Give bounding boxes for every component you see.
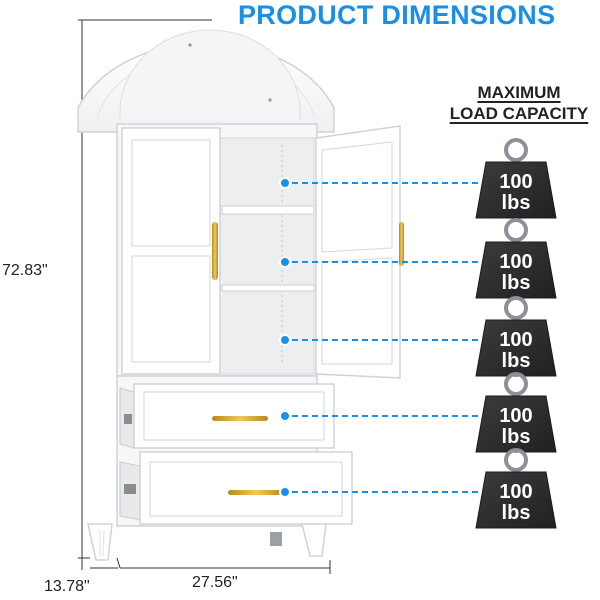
page-title: PRODUCT DIMENSIONS: [238, 0, 556, 30]
weight-5-unit: lbs: [502, 502, 531, 524]
weight-3-value: 100: [499, 329, 532, 351]
connector-shelf-1: [279, 177, 480, 189]
weight-2-unit: lbs: [502, 272, 531, 294]
bottom-drawer: [139, 451, 353, 525]
depth-dimension-label: 13.78": [44, 578, 90, 595]
width-dimension-label: 27.56": [192, 574, 238, 591]
weight-4-unit: lbs: [502, 426, 531, 448]
cabinet-drawer-section: [116, 375, 353, 527]
capacity-label-line1: MAXIMUM: [477, 83, 561, 102]
cabinet-legs: [87, 523, 327, 561]
height-dimension-label: 72.83": [2, 262, 48, 279]
weight-1-value: 100: [499, 171, 532, 193]
weight-1: 100 lbs: [475, 138, 557, 219]
load-connectors: [279, 177, 480, 498]
bottom-drawer-handle: [228, 490, 284, 495]
weight-4: 100 lbs: [475, 372, 557, 453]
cabinet-left-door: [121, 127, 221, 375]
weight-5: 100 lbs: [475, 448, 557, 529]
weight-3: 100 lbs: [475, 296, 557, 377]
connector-shelf-3: [279, 334, 480, 346]
weight-2: 100 lbs: [475, 218, 557, 299]
connector-drawer-2: [279, 486, 480, 498]
weight-4-value: 100: [499, 405, 532, 427]
left-door-handle: [212, 222, 218, 280]
cabinet-right-door: [315, 125, 404, 379]
weight-2-value: 100: [499, 251, 532, 273]
weight-1-unit: lbs: [502, 192, 531, 214]
weight-3-unit: lbs: [502, 350, 531, 372]
connector-shelf-2: [279, 256, 480, 268]
capacity-label-line2: LOAD CAPACITY: [449, 104, 589, 123]
top-drawer-handle: [212, 416, 268, 421]
right-door-handle: [399, 222, 404, 266]
capacity-label: MAXIMUM LOAD CAPACITY: [440, 82, 598, 124]
weight-5-value: 100: [499, 481, 532, 503]
connector-drawer-1: [279, 410, 480, 422]
cabinet-arch: [77, 29, 335, 133]
width-dimension-line: [90, 557, 331, 574]
